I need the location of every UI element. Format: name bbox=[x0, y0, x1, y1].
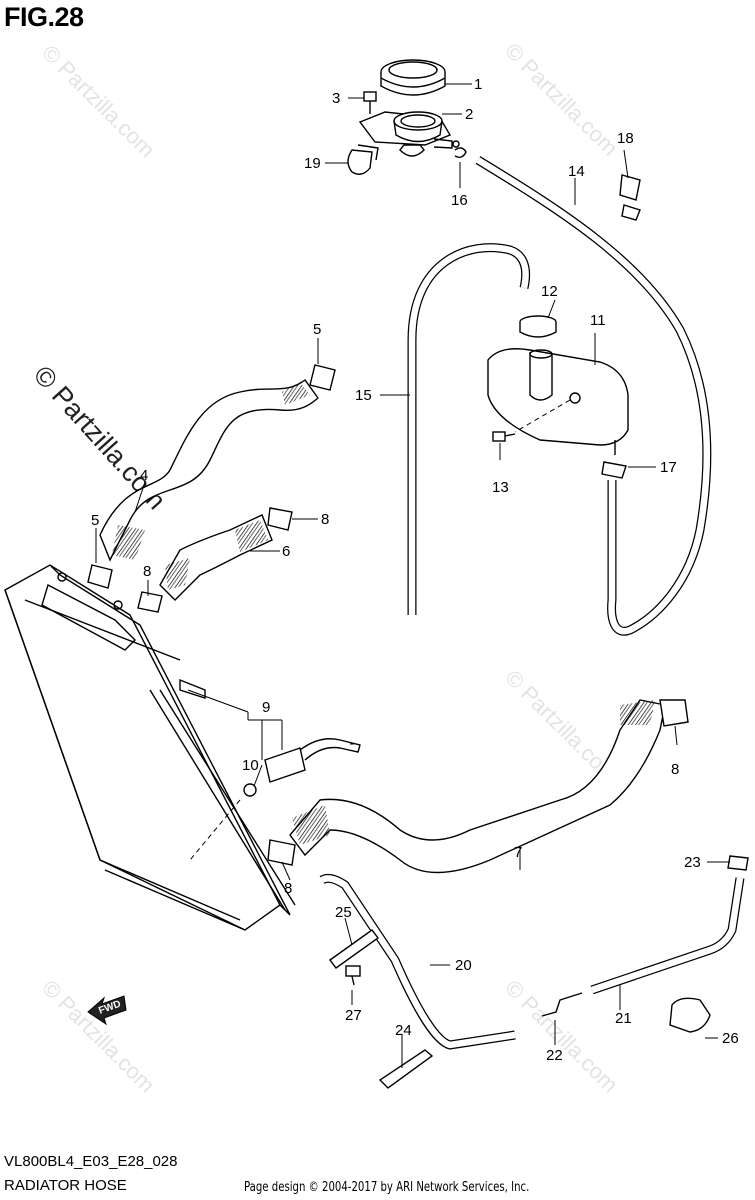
reservoir-tank[interactable] bbox=[487, 348, 629, 455]
filler-neck[interactable] bbox=[358, 111, 460, 157]
callout-number: 8 bbox=[321, 511, 329, 528]
callout-number: 4 bbox=[140, 467, 148, 484]
callout-number: 3 bbox=[332, 90, 340, 107]
hose-clamp[interactable] bbox=[137, 591, 163, 613]
reservoir-hose[interactable] bbox=[407, 243, 531, 615]
callout-number: 6 bbox=[282, 543, 290, 560]
callout-number: 1 bbox=[474, 76, 482, 93]
bracket[interactable] bbox=[329, 929, 379, 969]
callout-number: 16 bbox=[451, 192, 468, 209]
bypass-hose[interactable] bbox=[319, 873, 516, 1050]
hose-clamp[interactable] bbox=[619, 174, 641, 221]
callout-number: 13 bbox=[492, 479, 509, 496]
diagram-subtitle: RADIATOR HOSE bbox=[4, 1177, 127, 1194]
hose-clamp[interactable] bbox=[267, 507, 293, 531]
callout-number: 22 bbox=[546, 1047, 563, 1064]
callout-number: 24 bbox=[395, 1022, 412, 1039]
leader-lines bbox=[95, 83, 730, 1068]
clip[interactable] bbox=[454, 147, 467, 159]
hose-clip[interactable] bbox=[669, 997, 711, 1033]
callout-number: 9 bbox=[262, 699, 270, 716]
callout-number: 17 bbox=[660, 459, 677, 476]
hose-clamp[interactable] bbox=[309, 364, 336, 391]
callout-number: 8 bbox=[284, 880, 292, 897]
callout-number: 15 bbox=[355, 387, 372, 404]
hose-clamp[interactable] bbox=[601, 461, 627, 479]
thermo-switch[interactable] bbox=[243, 738, 361, 797]
callout-number: 21 bbox=[615, 1010, 632, 1027]
figure-title: FIG.28 bbox=[4, 2, 84, 32]
hose-clamp[interactable] bbox=[727, 855, 749, 871]
hose[interactable] bbox=[541, 877, 745, 1017]
hose-clamp[interactable] bbox=[267, 839, 296, 866]
diagram-code: VL800BL4_E03_E28_028 bbox=[4, 1153, 178, 1170]
callout-number: 12 bbox=[541, 283, 558, 300]
page-credit: Page design © 2004-2017 by ARI Network S… bbox=[244, 1180, 530, 1195]
reservoir-cap[interactable] bbox=[519, 315, 557, 338]
radiator[interactable] bbox=[4, 564, 296, 931]
callout-number: 19 bbox=[304, 155, 321, 172]
callout-number: 14 bbox=[568, 163, 585, 180]
hose-clamp[interactable] bbox=[87, 564, 113, 589]
forward-arrow-icon: FWD bbox=[87, 995, 127, 1026]
callout-number: 26 bbox=[722, 1030, 739, 1047]
overflow-hose[interactable] bbox=[475, 156, 712, 636]
callout-number: 23 bbox=[684, 854, 701, 871]
callout-number: 5 bbox=[313, 321, 321, 338]
callout-number: 25 bbox=[335, 904, 352, 921]
callout-number: 8 bbox=[143, 563, 151, 580]
bolt[interactable] bbox=[345, 965, 361, 986]
callout-number: 10 bbox=[242, 757, 259, 774]
lower-hose[interactable] bbox=[159, 514, 273, 601]
callout-number: 5 bbox=[91, 512, 99, 529]
hose-clamp[interactable] bbox=[347, 144, 379, 175]
callout-labels: 1 2 3 4 5 5 6 7 8 8 8 8 9 10 11 12 13 14… bbox=[91, 76, 739, 1064]
radiator-outlet-hose[interactable] bbox=[289, 699, 666, 874]
callout-number: 11 bbox=[590, 312, 606, 329]
bracket[interactable] bbox=[378, 1049, 434, 1089]
radiator-cap[interactable] bbox=[380, 59, 446, 96]
callout-number: 7 bbox=[514, 844, 522, 861]
upper-hose[interactable] bbox=[99, 379, 319, 562]
bolt[interactable] bbox=[492, 431, 516, 442]
callout-number: 18 bbox=[617, 130, 634, 147]
callout-number: 2 bbox=[465, 106, 473, 123]
hose-clamp[interactable] bbox=[659, 699, 689, 727]
callout-number: 27 bbox=[345, 1007, 362, 1024]
callout-number: 20 bbox=[455, 957, 472, 974]
bolt[interactable] bbox=[363, 91, 377, 114]
callout-number: 8 bbox=[671, 761, 679, 778]
